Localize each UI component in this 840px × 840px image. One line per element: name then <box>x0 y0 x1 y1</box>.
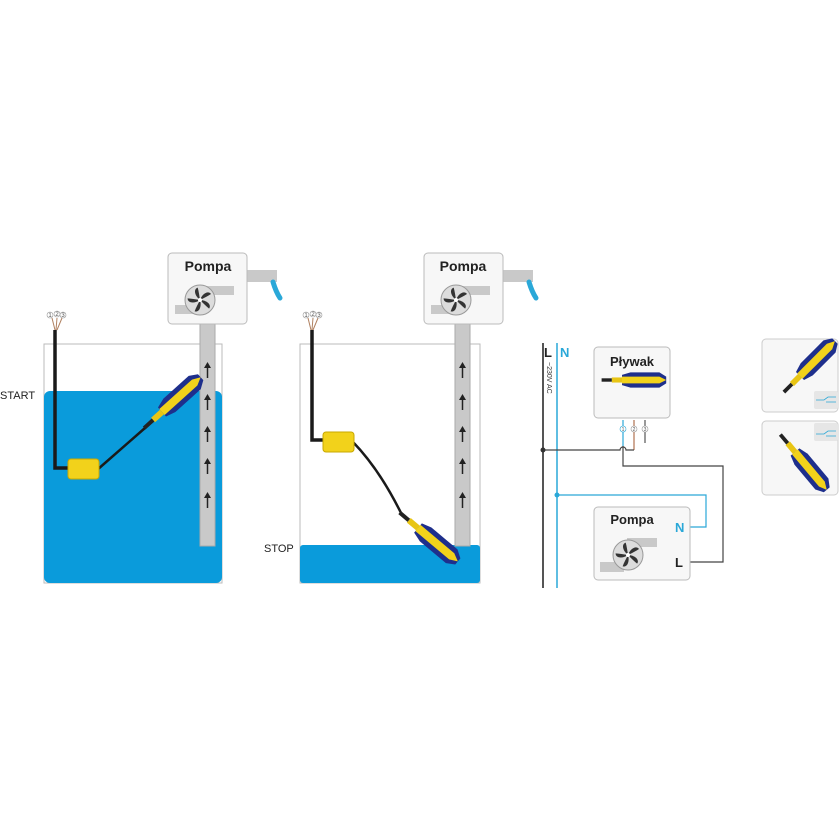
stop-level-label: STOP <box>264 543 294 555</box>
counterweight <box>67 458 100 480</box>
terminal-number: 2 <box>633 427 636 433</box>
neutral-label: N <box>560 345 569 360</box>
fan-icon <box>184 284 216 316</box>
voltage-label: ~230V AC <box>545 362 552 394</box>
counterweight <box>322 431 355 453</box>
terminal-number: 3 <box>644 427 647 433</box>
fan-icon <box>440 284 472 316</box>
float-box-label: Pływak <box>610 354 655 369</box>
neutral-to-pump-wire <box>557 494 707 528</box>
switched-line-wire <box>622 446 724 563</box>
terminal-number: 1 <box>622 427 625 433</box>
fan-icon <box>612 539 644 571</box>
pump-label: Pompa <box>440 258 487 274</box>
wire-number: 2 <box>311 312 315 318</box>
float-cable <box>53 330 68 470</box>
float-up-panel <box>761 335 840 413</box>
float-cable <box>310 330 324 442</box>
wiring-diagram: L N ~230V AC Pływak 1 2 3 Pompa N L <box>540 343 724 588</box>
start-level-label: START <box>0 390 35 402</box>
wire-number: 3 <box>61 313 65 319</box>
pump-label: Pompa <box>185 258 232 274</box>
pump-line-label: L <box>675 555 683 570</box>
switch-contact-icon <box>816 430 836 437</box>
outlet-pipe <box>247 270 277 282</box>
switch-contact-icon <box>816 396 836 403</box>
scene-start: Pompa START 1 2 3 <box>0 252 283 584</box>
wire-number: 1 <box>48 313 52 319</box>
wire-number: 3 <box>317 313 321 319</box>
pump-label: Pompa <box>610 512 654 527</box>
wire-number: 2 <box>55 312 59 318</box>
pump-neutral-label: N <box>675 520 684 535</box>
water-outflow <box>270 279 283 301</box>
scene-stop: Pompa STOP 1 2 3 <box>264 252 539 584</box>
float-down-panel <box>761 420 839 496</box>
line-label: L <box>544 345 552 360</box>
water-high <box>44 391 222 583</box>
water-low <box>300 545 480 583</box>
wire-number: 1 <box>304 313 308 319</box>
